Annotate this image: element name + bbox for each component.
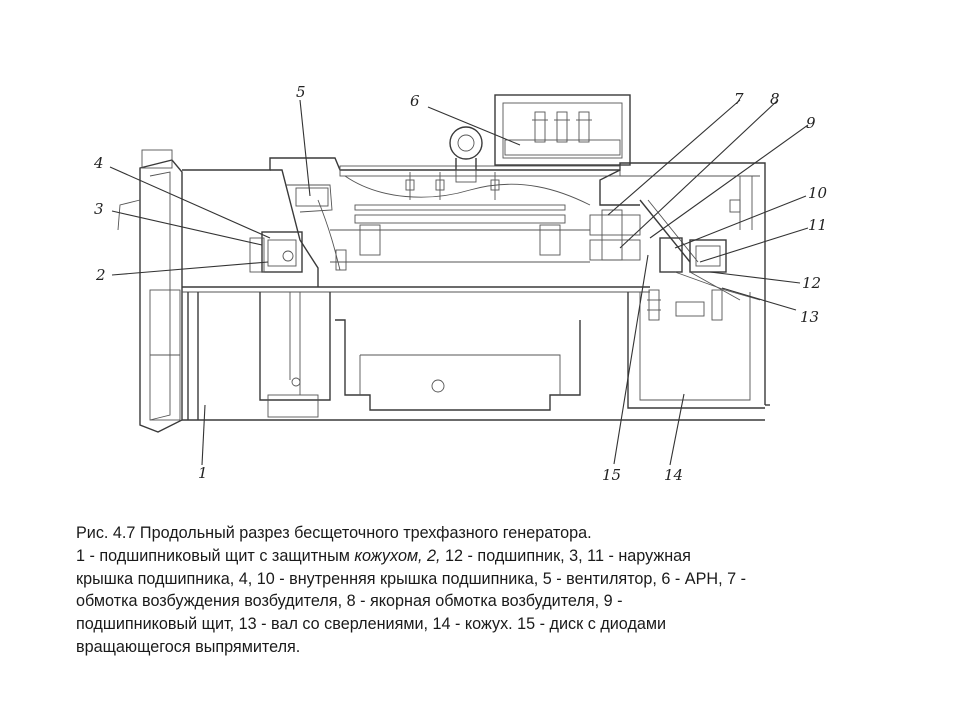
- caption-title: Рис. 4.7 Продольный разрез бесщеточного …: [76, 524, 592, 542]
- callout-7: 7: [734, 90, 744, 108]
- shaft-lower-half: [182, 292, 770, 421]
- fan: [270, 169, 341, 287]
- callout-3: 3: [94, 200, 104, 218]
- callout-15: 15: [602, 466, 621, 484]
- caption-line-5: вращающегося выпрямителя.: [76, 637, 301, 656]
- callout-14: 14: [664, 466, 683, 484]
- caption-line-1: 1 - подшипниковый щит с защитным кожухом…: [76, 546, 691, 565]
- figure-caption: Рис. 4.7 Продольный разрез бесщеточного …: [76, 522, 876, 659]
- callout-labels: 1 2 3 4 5 6 7 8 9 10 11 12 13 14 15: [93, 83, 828, 484]
- callout-8: 8: [770, 90, 780, 108]
- caption-line-4: подшипниковый щит, 13 - вал со сверления…: [76, 615, 667, 634]
- callout-12: 12: [802, 274, 821, 292]
- callout-2: 2: [95, 266, 106, 284]
- left-bearing-shield: [117, 149, 183, 433]
- callout-4: 4: [93, 154, 104, 172]
- leader-lines: [109, 99, 809, 466]
- callout-9: 9: [806, 114, 816, 132]
- exciter-and-right-bearing: [589, 169, 761, 321]
- caption-line-3: обмотка возбуждения возбудителя, 8 - яко…: [76, 592, 623, 611]
- stator-casing: [182, 157, 766, 405]
- callout-11: 11: [808, 216, 827, 234]
- left-bearing-assembly: [249, 231, 347, 273]
- callout-5: 5: [296, 83, 306, 101]
- lifting-eye: [449, 126, 483, 183]
- callout-13: 13: [800, 308, 819, 326]
- generator-cross-section-drawing: 1 2 3 4 5 6 7 8 9 10 11 12 13 14 15: [93, 83, 828, 484]
- callout-1: 1: [198, 464, 208, 482]
- callout-6: 6: [410, 92, 420, 110]
- avr-box: [494, 94, 631, 166]
- callout-10: 10: [808, 184, 828, 202]
- caption-line-2: крышка подшипника, 4, 10 - внутренняя кр…: [76, 569, 746, 588]
